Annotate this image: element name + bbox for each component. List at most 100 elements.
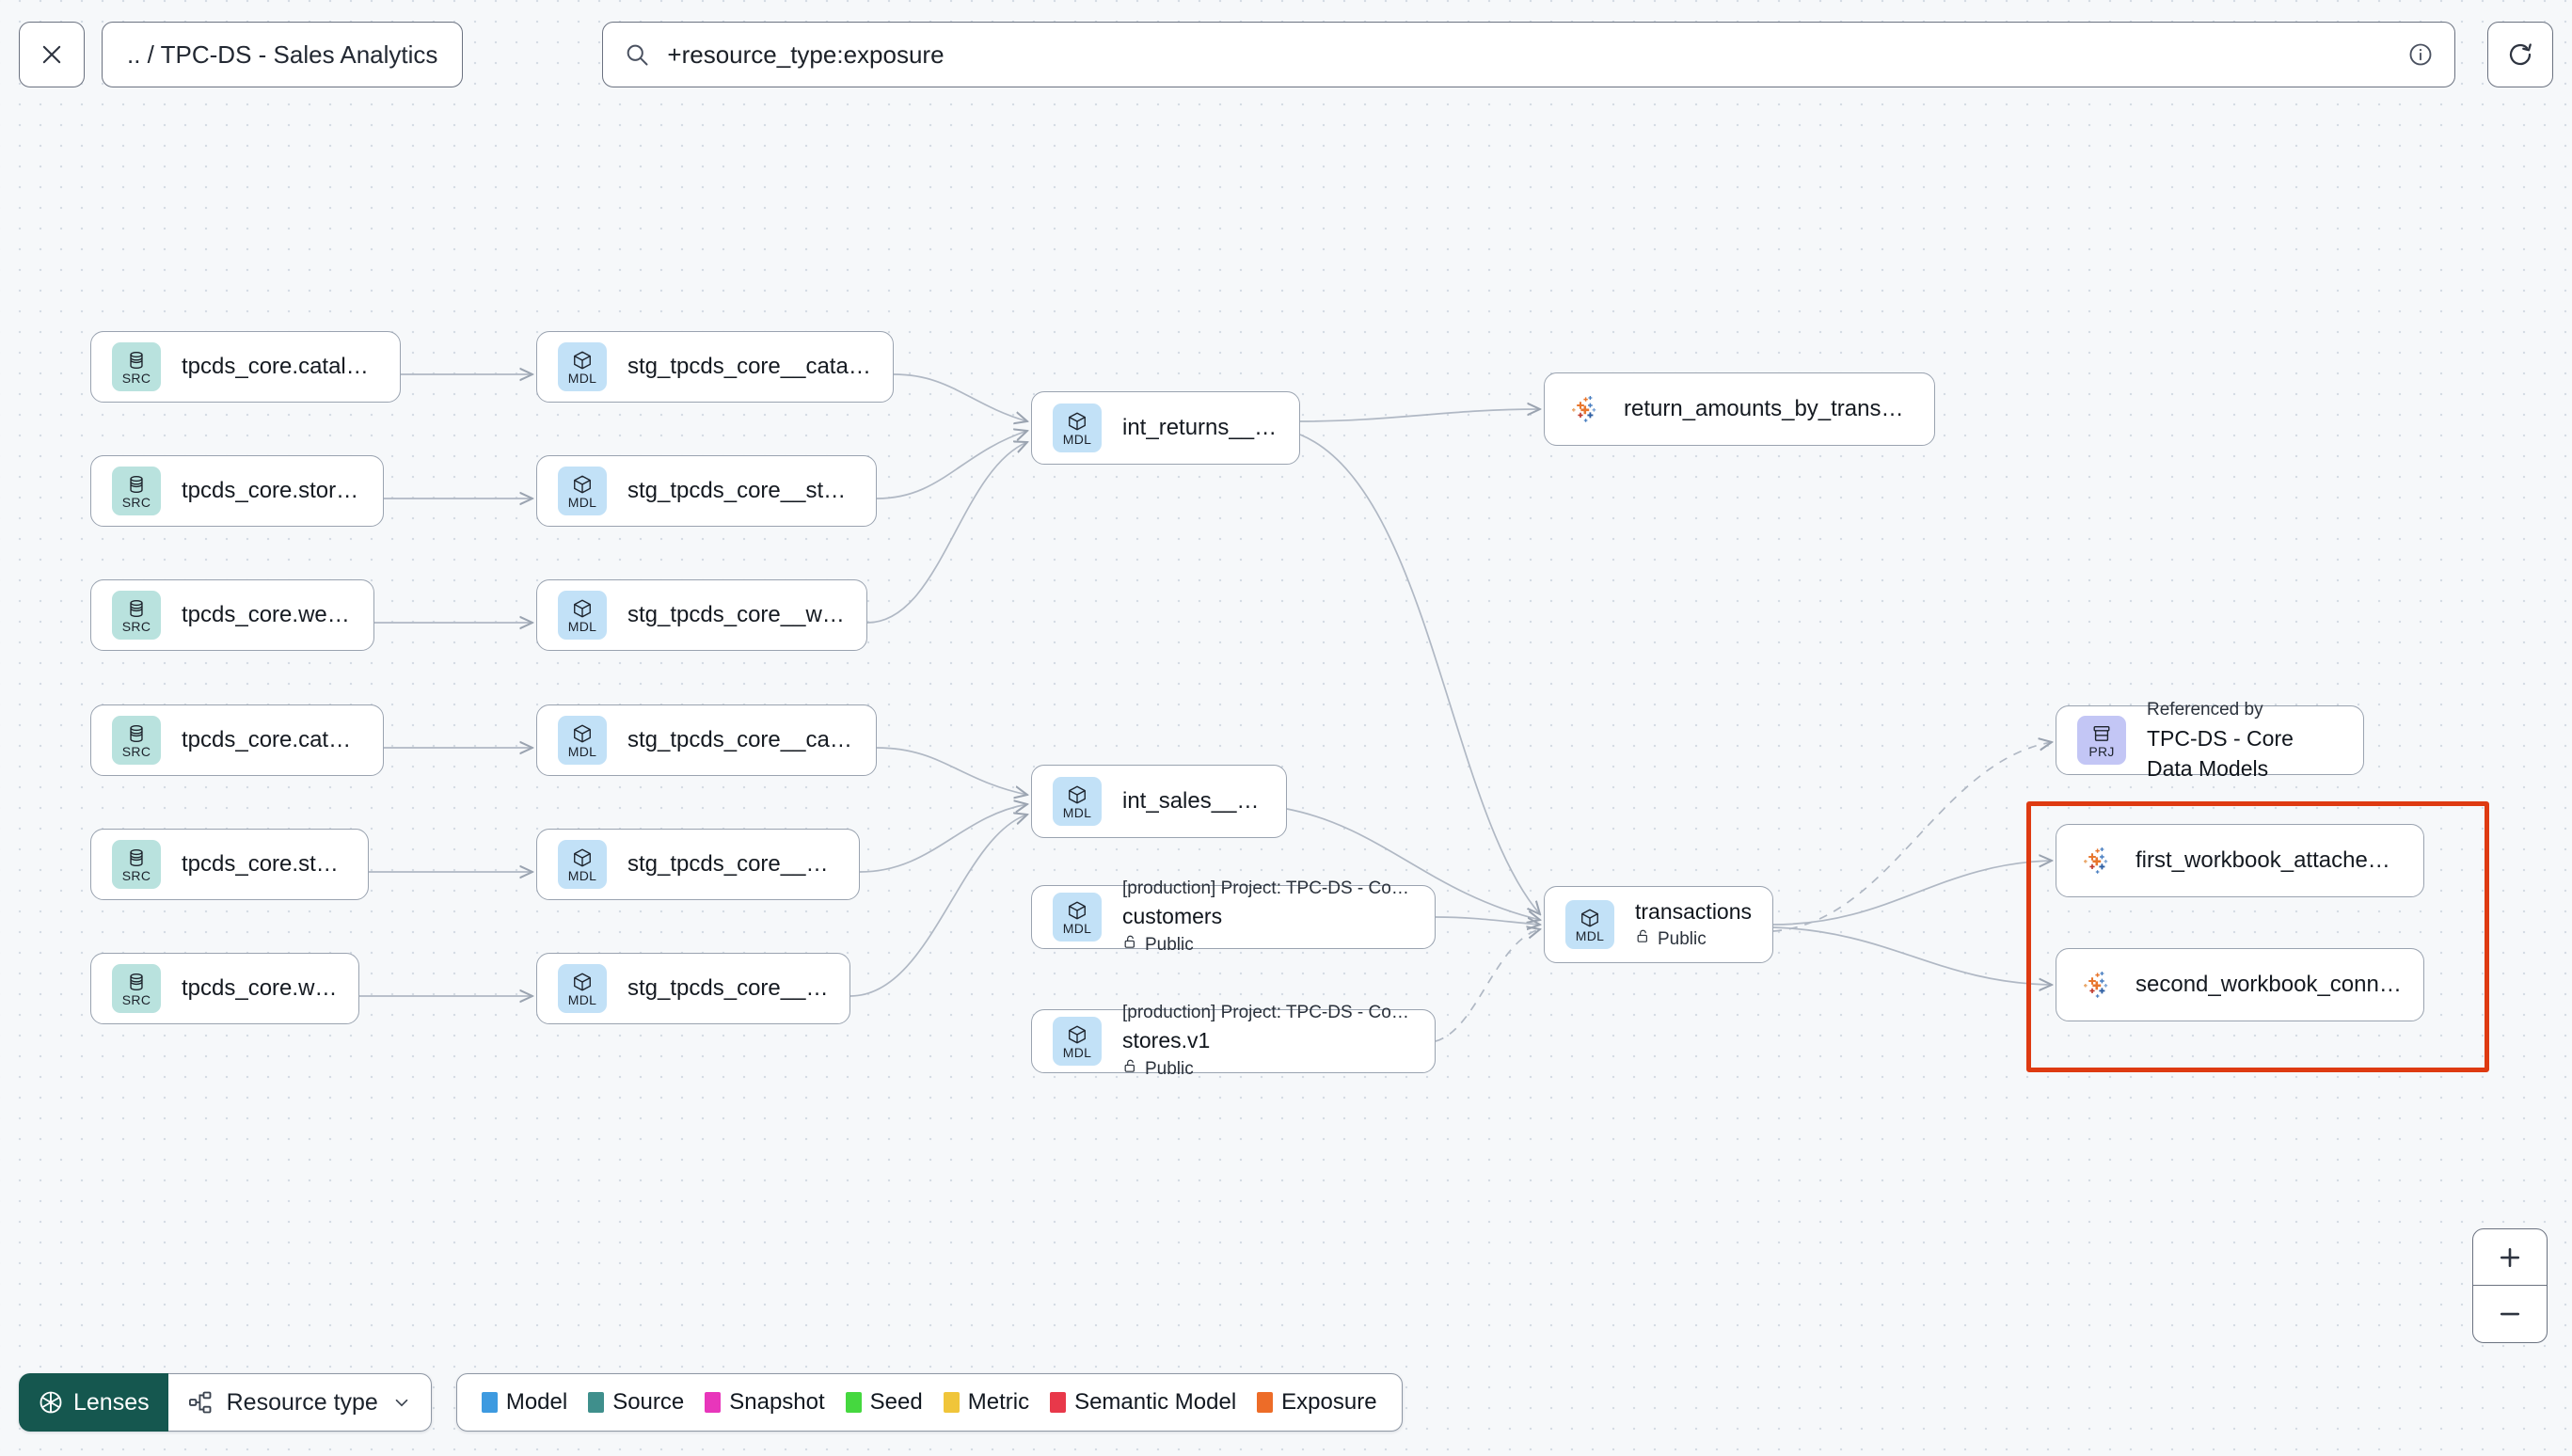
search-input[interactable] bbox=[667, 40, 2434, 70]
cube-icon bbox=[572, 598, 593, 619]
search-box[interactable] bbox=[602, 22, 2455, 87]
graph-node-mdl_customers[interactable]: MDL [production] Project: TPC-DS - Core … bbox=[1031, 878, 1436, 955]
node-label: customers bbox=[1122, 904, 1223, 929]
node-type-badge-mdl: MDL bbox=[1053, 777, 1102, 826]
node-type-tag: MDL bbox=[1062, 431, 1092, 447]
node-type-badge-mdl: MDL bbox=[558, 342, 607, 391]
legend-swatch bbox=[943, 1392, 960, 1413]
graph-node-src_catalog_returns[interactable]: SRC tpcds_core.catalog_returns bbox=[90, 331, 401, 403]
node-label: stg_tpcds_core__web_returns bbox=[627, 602, 846, 627]
node-type-tag: MDL bbox=[567, 991, 597, 1007]
node-type-tag: MDL bbox=[1062, 804, 1092, 820]
legend-item-semantic-model[interactable]: Semantic Model bbox=[1050, 1389, 1236, 1416]
node-type-tag: MDL bbox=[567, 618, 597, 634]
info-icon[interactable] bbox=[2407, 41, 2434, 68]
legend-item-seed[interactable]: Seed bbox=[845, 1389, 923, 1416]
project-icon bbox=[2091, 723, 2112, 744]
resource-type-dropdown[interactable]: Resource type bbox=[167, 1373, 432, 1432]
node-type-tag: SRC bbox=[121, 743, 151, 759]
refresh-button[interactable] bbox=[2487, 22, 2553, 87]
node-type-badge-mdl: MDL bbox=[558, 467, 607, 515]
node-label: stg_tpcds_core__catalog_sales bbox=[627, 727, 855, 752]
cube-icon bbox=[1067, 411, 1088, 432]
lenses-button[interactable]: Lenses bbox=[19, 1373, 168, 1432]
tableau-icon bbox=[1565, 390, 1603, 428]
node-type-tag: PRJ bbox=[2088, 743, 2115, 759]
node-type-tag: SRC bbox=[121, 618, 151, 634]
graph-node-src_web_returns[interactable]: SRC tpcds_core.web_returns bbox=[90, 579, 374, 651]
graph-node-src_web_sales[interactable]: SRC tpcds_core.web_sales bbox=[90, 953, 359, 1024]
zoom-out-button[interactable] bbox=[2473, 1286, 2547, 1342]
legend-swatch bbox=[1050, 1392, 1067, 1413]
node-label: return_amounts_by_transaction_type bbox=[1624, 396, 1913, 421]
node-type-tag: MDL bbox=[567, 743, 597, 759]
resource-type-label: Resource type bbox=[226, 1388, 378, 1416]
node-visibility: Public bbox=[1122, 932, 1414, 959]
tableau-icon bbox=[2077, 842, 2115, 879]
chevron-down-icon bbox=[395, 1399, 408, 1407]
node-type-tag: MDL bbox=[1575, 927, 1605, 943]
database-icon bbox=[126, 847, 147, 868]
minus-icon bbox=[2500, 1312, 2520, 1316]
graph-node-stg_web_returns[interactable]: MDL stg_tpcds_core__web_returns bbox=[536, 579, 867, 651]
node-type-tag: SRC bbox=[121, 991, 151, 1007]
graph-node-src_catalog_sales[interactable]: SRC tpcds_core.catalog_sales bbox=[90, 704, 384, 776]
graph-node-stg_store_returns[interactable]: MDL stg_tpcds_core__store_returns bbox=[536, 455, 877, 527]
graph-node-int_sales_unioned[interactable]: MDL int_sales__unioned bbox=[1031, 765, 1287, 838]
graph-node-stg_catalog_returns[interactable]: MDL stg_tpcds_core__catalog_returns bbox=[536, 331, 894, 403]
node-type-tag: SRC bbox=[121, 370, 151, 386]
graph-node-int_returns_unioned[interactable]: MDL int_returns__unioned bbox=[1031, 391, 1300, 465]
database-icon bbox=[126, 350, 147, 371]
cube-icon bbox=[572, 350, 593, 371]
node-label: tpcds_core.web_returns bbox=[182, 602, 353, 627]
legend-label: Seed bbox=[869, 1389, 923, 1415]
graph-node-prj_core_data_models[interactable]: PRJ Referenced by TPC-DS - Core Data Mod… bbox=[2056, 700, 2364, 781]
node-type-badge-mdl: MDL bbox=[558, 964, 607, 1013]
graph-node-stg_store_sales[interactable]: MDL stg_tpcds_core__store_sales bbox=[536, 829, 860, 900]
node-type-badge-mdl: MDL bbox=[1565, 900, 1614, 949]
graph-node-exp_second_workbook[interactable]: second_workbook_connected_to_live… bbox=[2056, 948, 2424, 1021]
node-type-badge-src: SRC bbox=[112, 342, 161, 391]
node-type-tag: MDL bbox=[567, 867, 597, 883]
graph-node-src_store_sales[interactable]: SRC tpcds_core.store_sales bbox=[90, 829, 369, 900]
graph-node-exp_first_workbook[interactable]: first_workbook_attached_to_tpc-ds_-_… bbox=[2056, 824, 2424, 897]
legend-item-snapshot[interactable]: Snapshot bbox=[705, 1389, 825, 1416]
graph-node-stg_catalog_sales[interactable]: MDL stg_tpcds_core__catalog_sales bbox=[536, 704, 877, 776]
legend-item-metric[interactable]: Metric bbox=[943, 1389, 1029, 1416]
legend-item-exposure[interactable]: Exposure bbox=[1257, 1389, 1377, 1416]
node-type-badge-src: SRC bbox=[112, 964, 161, 1013]
node-type-badge-mdl: MDL bbox=[1053, 893, 1102, 942]
legend-label: Source bbox=[612, 1389, 685, 1415]
legend-item-model[interactable]: Model bbox=[481, 1389, 567, 1416]
legend-label: Semantic Model bbox=[1074, 1389, 1237, 1415]
node-type-tag: MDL bbox=[567, 370, 597, 386]
legend-swatch bbox=[845, 1392, 862, 1413]
node-type-badge-src: SRC bbox=[112, 467, 161, 515]
refresh-icon bbox=[2509, 43, 2532, 66]
graph-node-mdl_transactions[interactable]: MDL transactions Public bbox=[1544, 886, 1773, 963]
lenses-group: Lenses Resource type bbox=[19, 1373, 432, 1432]
node-label: tpcds_core.store_sales bbox=[182, 851, 347, 877]
toolbar: .. / TPC-DS - Sales Analytics bbox=[0, 0, 2572, 109]
node-label: TPC-DS - Core Data Models bbox=[2147, 725, 2294, 781]
graph-node-src_store_returns[interactable]: SRC tpcds_core.store_returns bbox=[90, 455, 384, 527]
node-label: stg_tpcds_core__store_sales bbox=[627, 851, 838, 877]
graph-node-mdl_stores_v1[interactable]: MDL [production] Project: TPC-DS - Core … bbox=[1031, 1003, 1436, 1079]
legend-item-source[interactable]: Source bbox=[588, 1389, 684, 1416]
lock-icon bbox=[1122, 932, 1138, 959]
zoom-in-button[interactable] bbox=[2473, 1229, 2547, 1286]
close-button[interactable] bbox=[19, 22, 85, 87]
database-icon bbox=[126, 723, 147, 744]
graph-node-exp_return_amounts[interactable]: return_amounts_by_transaction_type bbox=[1544, 372, 1935, 446]
node-label: int_returns__unioned bbox=[1122, 415, 1278, 440]
node-type-badge-mdl: MDL bbox=[558, 716, 607, 765]
cube-icon bbox=[572, 847, 593, 868]
graph-node-stg_web_sales[interactable]: MDL stg_tpcds_core__web_sales bbox=[536, 953, 850, 1024]
node-label: transactions bbox=[1635, 898, 1752, 924]
node-label: first_workbook_attached_to_tpc-ds_-_… bbox=[2135, 847, 2403, 873]
node-visibility: Public bbox=[1122, 1056, 1414, 1084]
node-type-badge-prj: PRJ bbox=[2077, 716, 2126, 765]
breadcrumb[interactable]: .. / TPC-DS - Sales Analytics bbox=[102, 22, 464, 87]
breadcrumb-label: .. / TPC-DS - Sales Analytics bbox=[127, 40, 438, 69]
